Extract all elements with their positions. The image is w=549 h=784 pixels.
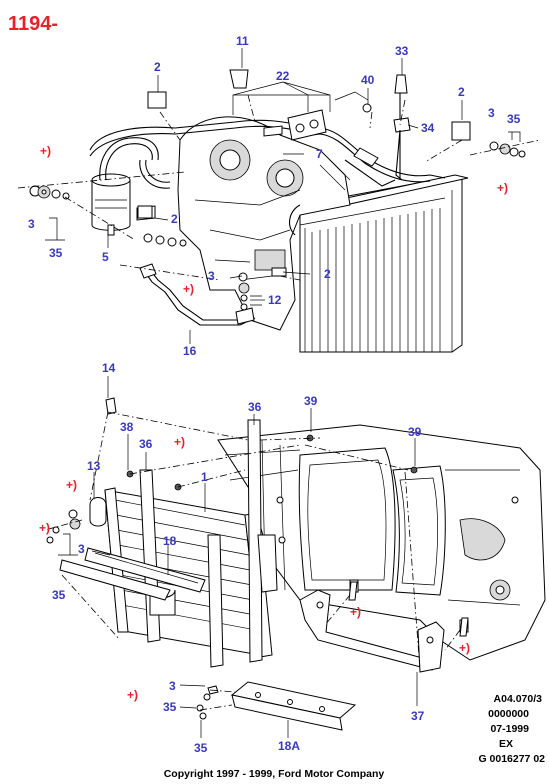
engine-block xyxy=(177,116,351,331)
plus-mark: +) xyxy=(497,181,508,195)
callout-34: 34 xyxy=(421,121,435,135)
callout-35: 35 xyxy=(163,700,177,714)
callout-16: 16 xyxy=(183,344,197,358)
callout-35: 35 xyxy=(507,112,521,126)
callout-5: 5 xyxy=(102,250,109,264)
callout-2: 2 xyxy=(458,85,465,99)
lower-hardware xyxy=(46,397,469,720)
upper-assembly xyxy=(17,48,541,353)
callout-36: 36 xyxy=(139,437,153,451)
callout-39: 39 xyxy=(304,394,318,408)
right-fitting-stack xyxy=(334,74,526,181)
lower-reference-lines xyxy=(44,411,461,711)
lower-leaders xyxy=(91,376,418,738)
plus-mark: +) xyxy=(459,641,470,655)
radiator-support xyxy=(217,424,546,661)
upper-leaders xyxy=(107,48,463,344)
plus-mark: +) xyxy=(183,282,194,296)
accumulator-drier xyxy=(91,137,187,247)
callout-7: 7 xyxy=(316,147,323,161)
doc-ref-line-4: EX xyxy=(499,738,513,750)
doc-ref-line-1: A04.070/3 xyxy=(494,693,543,705)
callout-39: 39 xyxy=(408,425,422,439)
callout-2: 2 xyxy=(171,212,178,226)
callout-3: 3 xyxy=(169,679,176,693)
plus-mark: +) xyxy=(127,688,138,702)
callout-38: 38 xyxy=(120,420,134,434)
callout-13: 13 xyxy=(87,459,101,473)
copyright-notice: Copyright 1997 - 1999, Ford Motor Compan… xyxy=(164,768,385,780)
callout-36: 36 xyxy=(248,400,262,414)
plus-mark: +) xyxy=(40,144,51,158)
callout-12: 12 xyxy=(268,293,282,307)
left-fitting-stack xyxy=(29,185,70,241)
plus-mark: +) xyxy=(350,605,361,619)
callout-3: 3 xyxy=(208,269,215,283)
callout-labels: 11 2 22 40 33 34 2 3 35 7 3 35 5 2 3 2 1… xyxy=(28,34,521,755)
callout-1: 1 xyxy=(201,470,208,484)
ac-lines xyxy=(89,109,446,236)
doc-ref-line-5: G 0016277 02 xyxy=(478,753,545,765)
plus-mark: +) xyxy=(66,478,77,492)
diagram-title: 1194- xyxy=(8,13,58,35)
callout-33: 33 xyxy=(395,44,409,58)
condenser-lower xyxy=(104,419,278,663)
upper-reference-lines xyxy=(17,94,541,281)
callout-35: 35 xyxy=(52,588,66,602)
callout-14: 14 xyxy=(102,361,116,375)
callout-40: 40 xyxy=(361,73,375,87)
callout-2: 2 xyxy=(324,267,331,281)
callout-3: 3 xyxy=(78,542,85,556)
callout-2: 2 xyxy=(154,60,161,74)
plus-mark: +) xyxy=(174,435,185,449)
callout-3: 3 xyxy=(488,106,495,120)
doc-ref-line-3: 07-1999 xyxy=(490,723,529,735)
callout-18a: 18A xyxy=(278,739,300,753)
callout-11: 11 xyxy=(236,34,249,48)
callout-37: 37 xyxy=(411,709,425,723)
callout-35: 35 xyxy=(194,741,208,755)
doc-ref-line-2: 0000000 xyxy=(488,708,529,720)
plus-mark: +) xyxy=(39,521,50,535)
callout-22: 22 xyxy=(276,69,290,83)
callout-35: 35 xyxy=(49,246,63,260)
callout-3: 3 xyxy=(28,217,35,231)
center-fittings xyxy=(137,69,287,311)
callout-18: 18 xyxy=(163,534,177,548)
doc-reference: A04.070/3 0000000 07-1999 EX G 0016277 0… xyxy=(478,693,545,765)
liquid-line-16 xyxy=(139,263,256,326)
lower-assembly xyxy=(44,376,546,738)
splash-shield-18a xyxy=(230,681,357,731)
side-support-18 xyxy=(59,534,224,668)
torque-marks: +) +) +) +) +) +) +) +) +) xyxy=(39,144,508,702)
